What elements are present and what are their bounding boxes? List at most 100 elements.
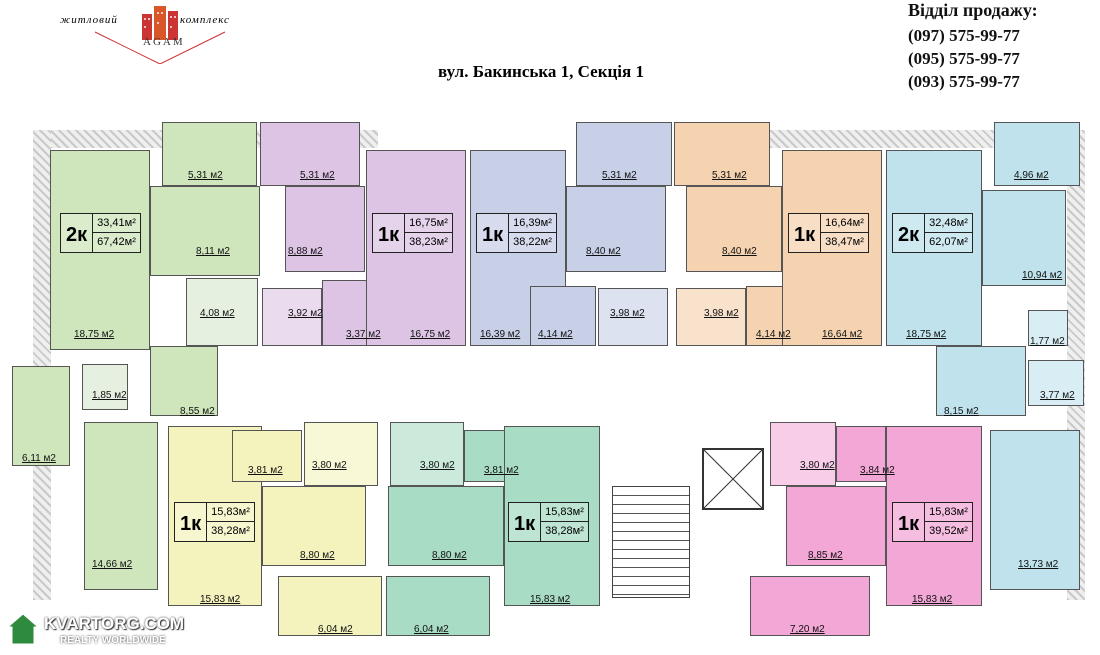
apt5-area-wc: 1,77 м2 bbox=[1030, 336, 1065, 347]
apt1-area-hall: 8,55 м2 bbox=[180, 406, 215, 417]
sales-phone-3: (093) 575-99-77 bbox=[908, 72, 1020, 91]
elevator-icon bbox=[703, 449, 763, 509]
apt8-kitchen bbox=[786, 486, 886, 566]
apt6-type: 1к bbox=[175, 503, 208, 541]
apt6-area-balcony: 6,04 м2 bbox=[318, 624, 353, 635]
apt8-living bbox=[886, 426, 982, 606]
apt5-kitchen bbox=[982, 190, 1066, 286]
outer-wall-left bbox=[33, 130, 51, 600]
apt3-area-kitchen: 8,40 м2 bbox=[586, 246, 621, 257]
apt2-bath bbox=[262, 288, 322, 346]
apt1-area-kitchen: 8,11 м2 bbox=[196, 246, 230, 257]
watermark-name: KVARTORG.COM bbox=[44, 614, 185, 633]
apt1-living-area: 33,41м² bbox=[93, 214, 140, 233]
apt4-area-living: 16,64 м2 bbox=[822, 329, 863, 340]
apt6-hall bbox=[232, 430, 302, 482]
apt1-area-living: 18,75 м2 bbox=[74, 329, 115, 340]
apt8-hall bbox=[836, 426, 886, 482]
apt5-living-area: 32,48м² bbox=[925, 214, 972, 233]
apt7-kitchen bbox=[388, 486, 504, 566]
apt5-wc bbox=[1028, 310, 1068, 346]
apt7-area-kitchen: 8,80 м2 bbox=[432, 550, 467, 561]
sales-phone-1: (097) 575-99-77 bbox=[908, 26, 1020, 45]
apt6-area-hall: 3,81 м2 bbox=[248, 465, 283, 476]
apt3-balcony bbox=[576, 122, 672, 186]
apt4-kitchen bbox=[686, 186, 782, 272]
apt7-bath bbox=[390, 422, 464, 486]
apt4-total-area: 38,47м² bbox=[825, 236, 864, 248]
stairwell bbox=[612, 486, 690, 598]
apt2-area-living: 16,75 м2 bbox=[410, 329, 451, 340]
apt1-living bbox=[50, 150, 150, 350]
apt6-area-kitchen: 8,80 м2 bbox=[300, 550, 335, 561]
apt5-area-living: 18,75 м2 bbox=[906, 329, 947, 340]
apt3-type: 1к bbox=[477, 214, 510, 252]
apt8-area-balcony: 7,20 м2 bbox=[790, 624, 825, 635]
watermark-tagline: REALTY WORLDWIDE bbox=[60, 635, 166, 646]
apt1-bedroom bbox=[84, 422, 158, 590]
apt3-bath bbox=[598, 288, 668, 346]
apt2-living bbox=[366, 150, 466, 346]
apt2-area-balcony: 5,31 м2 bbox=[300, 170, 335, 181]
apt1-wc bbox=[82, 364, 128, 410]
logo-brand: AGAM bbox=[143, 36, 185, 48]
apt8-bath bbox=[770, 422, 836, 486]
apt2-balcony bbox=[260, 122, 360, 186]
apt8-area-hall: 3,84 м2 bbox=[860, 465, 895, 476]
address: вул. Бакинська 1, Секція 1 bbox=[438, 62, 644, 81]
logo-right-text: комплекс bbox=[180, 14, 230, 26]
apt4-area-balcony: 5,31 м2 bbox=[712, 170, 747, 181]
apt7-area-hall: 3,81 м2 bbox=[484, 465, 519, 476]
apt7-area-balcony: 6,04 м2 bbox=[414, 624, 449, 635]
apt8-area-living: 15,83 м2 bbox=[912, 594, 953, 605]
apt3-living-area: 16,39м² bbox=[509, 214, 556, 233]
apt5-total-area: 62,07м² bbox=[929, 236, 968, 248]
apt1-loggia bbox=[12, 366, 70, 466]
apt8-type: 1к bbox=[893, 503, 926, 541]
apt2-area-bath: 3,92 м2 bbox=[288, 308, 323, 319]
floor-plan: 5,31 м2 8,11 м2 4,08 м2 18,75 м2 1,85 м2… bbox=[0, 110, 1100, 655]
apt4-living bbox=[782, 150, 882, 346]
apt2-total-area: 38,23м² bbox=[409, 236, 448, 248]
apt4-bath bbox=[676, 288, 746, 346]
apt1-bath bbox=[186, 278, 258, 346]
apt5-area-bath: 3,77 м2 bbox=[1040, 390, 1075, 401]
apt8-total-area: 39,52м² bbox=[929, 525, 968, 537]
apt1-kitchen bbox=[150, 186, 260, 276]
elevator-shaft bbox=[702, 448, 764, 510]
apt4-type: 1к bbox=[789, 214, 822, 252]
apt3-hall bbox=[530, 286, 596, 346]
house-icon bbox=[6, 613, 40, 645]
apt2-living-area: 16,75м² bbox=[405, 214, 452, 233]
apt7-area-bath: 3,80 м2 bbox=[420, 460, 455, 471]
sales-phone-2: (095) 575-99-77 bbox=[908, 49, 1020, 68]
apt6-balcony bbox=[278, 576, 382, 636]
apt5-type: 2к bbox=[893, 214, 926, 252]
apt3-badge: 1к 16,39м² 38,22м² bbox=[476, 213, 557, 253]
apt6-kitchen bbox=[262, 486, 366, 566]
apt3-total-area: 38,22м² bbox=[513, 236, 552, 248]
apt7-balcony bbox=[386, 576, 490, 636]
apt4-balcony bbox=[674, 122, 770, 186]
apt5-balcony bbox=[994, 122, 1080, 186]
apt7-living-area: 15,83м² bbox=[541, 503, 588, 522]
apt3-area-balcony: 5,31 м2 bbox=[602, 170, 637, 181]
apt3-area-hall: 4,14 м2 bbox=[538, 329, 573, 340]
apt1-total-area: 67,42м² bbox=[97, 236, 136, 248]
apt3-kitchen bbox=[566, 186, 666, 272]
apt6-total-area: 38,28м² bbox=[211, 525, 250, 537]
apt4-area-hall: 4,14 м2 bbox=[756, 329, 791, 340]
apt1-area-bath: 4,08 м2 bbox=[200, 308, 235, 319]
apt5-hall bbox=[936, 346, 1026, 416]
apt7-type: 1к bbox=[509, 503, 542, 541]
logo-top-text: житловий bbox=[60, 14, 118, 26]
apt1-type: 2к bbox=[61, 214, 94, 252]
apt6-bath bbox=[304, 422, 378, 486]
apt3-area-living: 16,39 м2 bbox=[480, 329, 521, 340]
apt4-area-kitchen: 8,40 м2 bbox=[722, 246, 757, 257]
apt6-area-bath: 3,80 м2 bbox=[312, 460, 347, 471]
